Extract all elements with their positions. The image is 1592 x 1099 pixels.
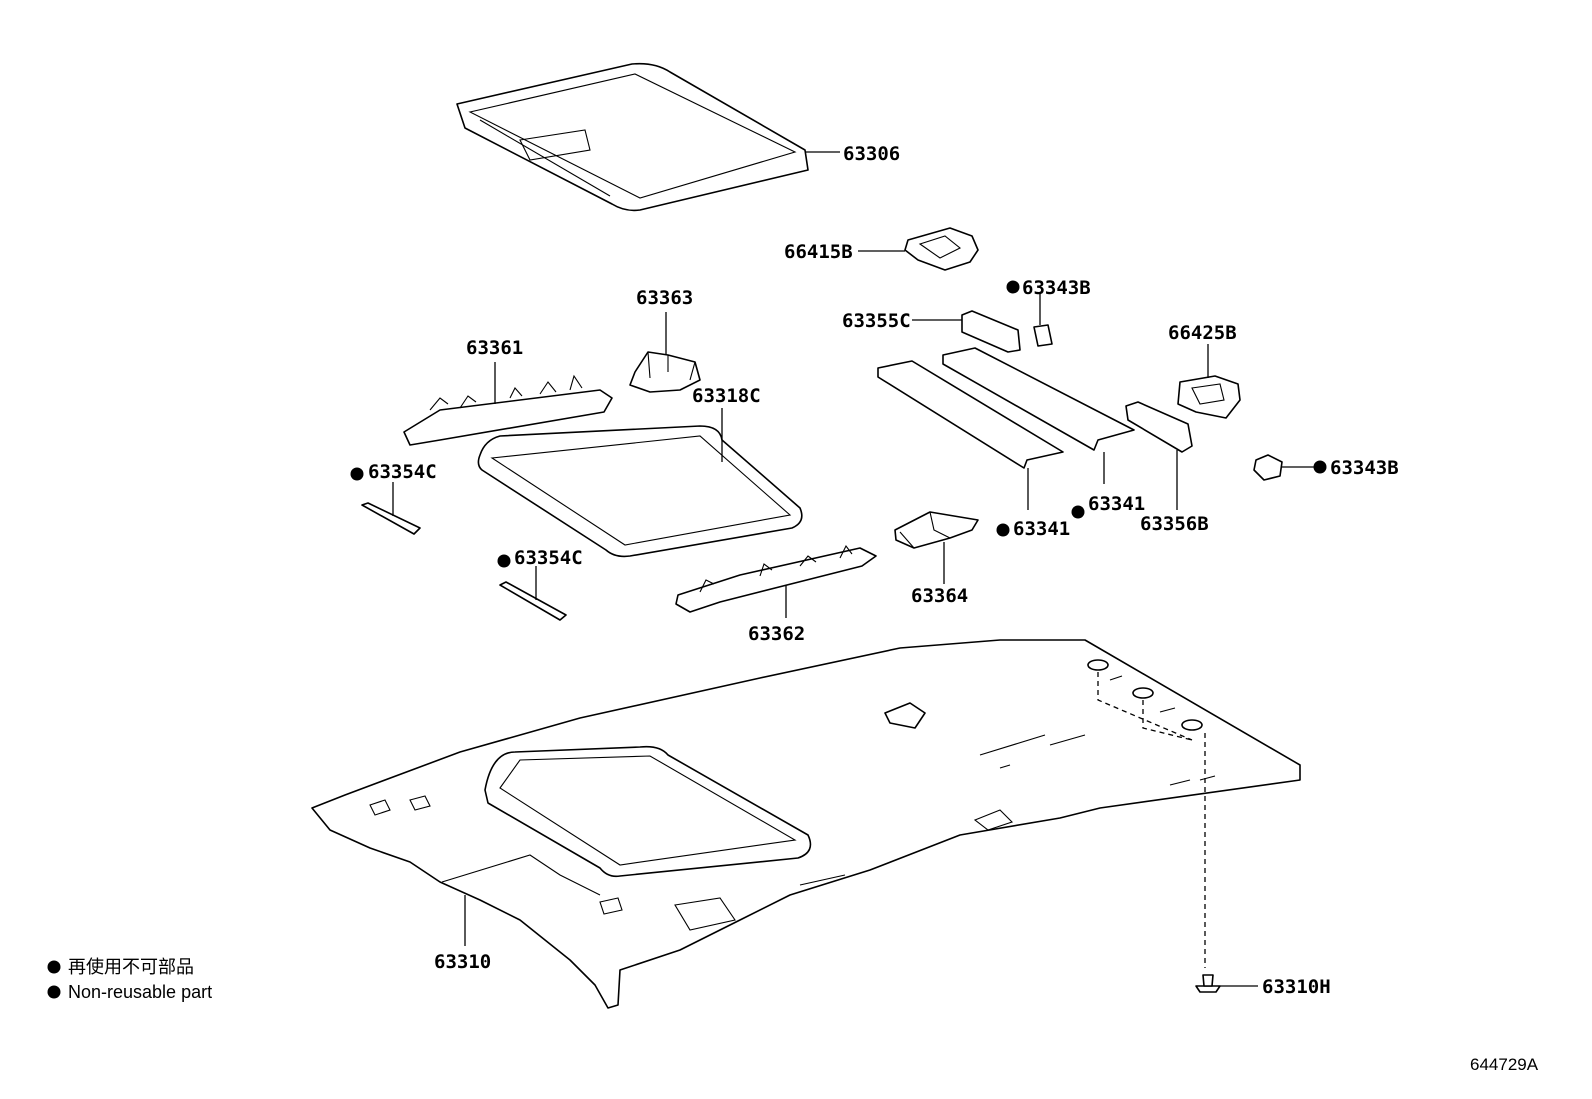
diagram-reference-number: 644729A [1470, 1055, 1539, 1074]
label-63363: 63363 [636, 287, 693, 309]
label-63364: 63364 [911, 585, 968, 607]
seal-63318C [477, 408, 803, 558]
clip-63343B-right [1253, 454, 1327, 481]
sunshade-panel-63306 [456, 62, 840, 212]
label-63361: 63361 [466, 337, 523, 359]
label-63341-right: 63341 [1088, 493, 1145, 515]
label-63355C: 63355C [842, 310, 911, 332]
clip-63310H [1195, 974, 1258, 993]
pad-63355C [912, 310, 1021, 353]
strip-63354C-left [361, 482, 421, 535]
pad-63341-left [877, 360, 1064, 510]
bracket-66415B [858, 227, 979, 271]
label-63354C-left: 63354C [368, 461, 437, 483]
rail-63361 [403, 362, 613, 446]
label-63310H: 63310H [1262, 976, 1331, 998]
non-reusable-dot [1071, 505, 1085, 519]
legend-japanese: 再使用不可部品 [68, 957, 194, 977]
non-reusable-dot [497, 554, 511, 568]
label-66415B: 66415B [784, 241, 853, 263]
pad-63356B [1125, 401, 1193, 510]
bracket-66425B [1177, 344, 1241, 419]
non-reusable-dot [350, 467, 364, 481]
clip-63343B-top [1033, 294, 1053, 347]
strip-63354C-mid [499, 566, 567, 621]
label-63343B-top: 63343B [1022, 277, 1091, 299]
bracket-63363 [629, 312, 701, 393]
label-63362: 63362 [748, 623, 805, 645]
label-63306: 63306 [843, 143, 900, 165]
label-63356B: 63356B [1140, 513, 1209, 535]
non-reusable-dot [996, 523, 1010, 537]
label-66425B: 66425B [1168, 322, 1237, 344]
label-63343B-right: 63343B [1330, 457, 1399, 479]
headliner-63310 [311, 639, 1301, 1009]
label-63341-left: 63341 [1013, 518, 1070, 540]
label-63310: 63310 [434, 951, 491, 973]
bracket-63364 [894, 511, 979, 584]
rail-63362 [675, 544, 877, 618]
label-63318C: 63318C [692, 385, 761, 407]
legend-dot-en [47, 985, 61, 999]
pad-63341-right [942, 347, 1135, 484]
non-reusable-dot [1006, 280, 1020, 294]
label-63354C-mid: 63354C [514, 547, 583, 569]
legend-english: Non-reusable part [68, 982, 212, 1002]
legend-dot-jp [47, 960, 61, 974]
